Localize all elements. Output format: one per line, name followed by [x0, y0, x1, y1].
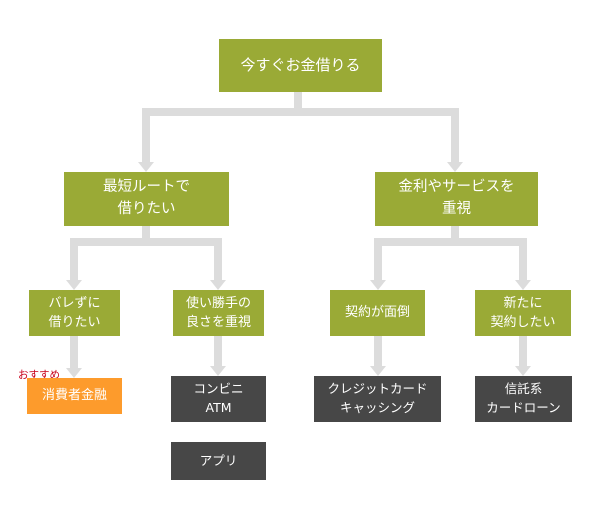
- option-contract-hassle-node: 契約が面倒: [330, 290, 425, 336]
- result-app: アプリ: [171, 442, 266, 480]
- option-convenience-node: 使い勝手の 良さを重視: [173, 290, 264, 336]
- result-trust-card-loan: 信託系 カードローン: [475, 376, 572, 422]
- root-node: 今すぐお金借りる: [219, 39, 382, 92]
- result-convenience-atm: コンビニ ATM: [171, 376, 266, 422]
- result-credit-card-cashing: クレジットカード キャッシング: [314, 376, 441, 422]
- branch-fast-node: 最短ルートで 借りたい: [64, 172, 229, 226]
- option-discreet-node: バレずに 借りたい: [29, 290, 120, 336]
- branch-rates-node: 金利やサービスを 重視: [375, 172, 538, 226]
- result-consumer-finance: 消費者金融: [27, 378, 122, 414]
- option-new-contract-node: 新たに 契約したい: [475, 290, 571, 336]
